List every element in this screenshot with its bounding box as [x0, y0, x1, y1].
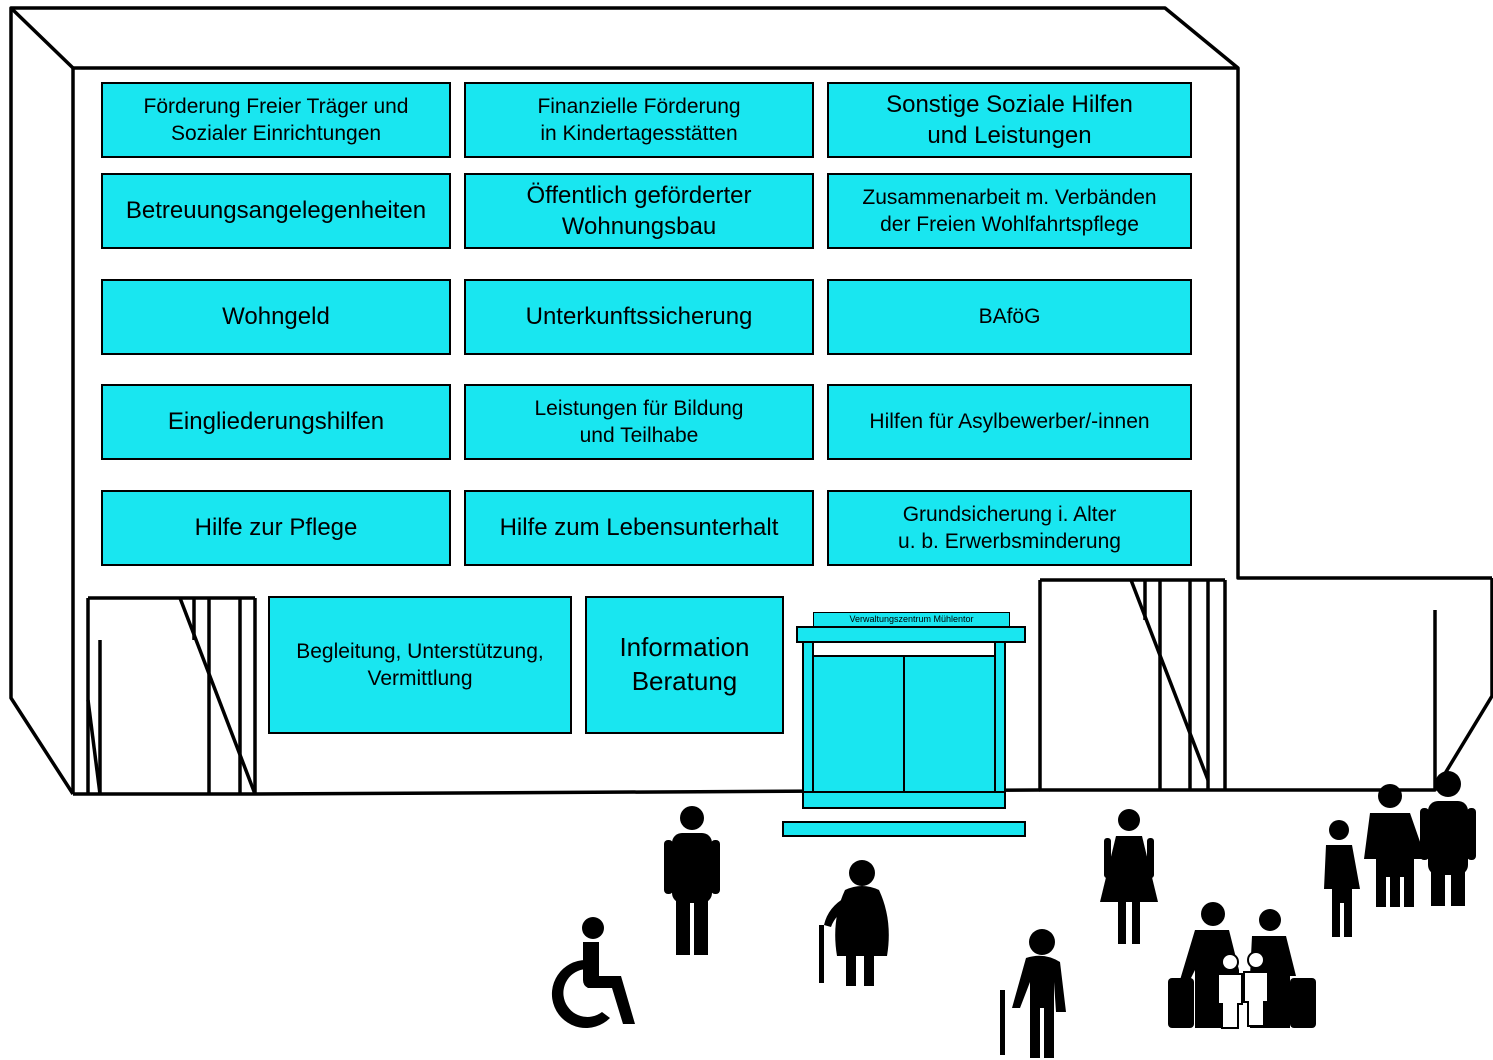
box-wohngeld: Wohngeld: [101, 279, 451, 355]
box-label: Hilfen für Asylbewerber/-innen: [869, 410, 1150, 434]
box-label: Betreuungsangelegenheiten: [125, 197, 427, 225]
entrance: [782, 626, 1026, 837]
box-label: BAföG: [978, 305, 1041, 329]
box-label: Finanzielle Förderung in Kindertagesstät…: [537, 94, 741, 145]
box-zusammenarbeit-verbaende: Zusammenarbeit m. Verbänden der Freien W…: [827, 173, 1192, 249]
elderly-woman-with-cane-icon: [819, 860, 889, 986]
box-label: Unterkunftssicherung: [525, 303, 753, 331]
box-label: Wohngeld: [222, 303, 330, 331]
box-label: Hilfe zur Pflege: [194, 514, 358, 542]
box-label: Förderung Freier Träger und Sozialer Ein…: [143, 94, 409, 145]
box-bildung-teilhabe: Leistungen für Bildung und Teilhabe: [464, 384, 814, 460]
box-hilfe-lebensunterhalt: Hilfe zum Lebensunterhalt: [464, 490, 814, 566]
entrance-sign: Verwaltungszentrum Mühlentor: [813, 612, 1010, 627]
box-foerderung-freier-traeger: Förderung Freier Träger und Sozialer Ein…: [101, 82, 451, 158]
box-information-beratung: Information Beratung: [585, 596, 784, 734]
refugee-family-with-luggage-icon: [1168, 902, 1316, 1029]
box-hilfe-zur-pflege: Hilfe zur Pflege: [101, 490, 451, 566]
box-label: Eingliederungshilfen: [167, 408, 385, 436]
people-group: [551, 771, 1476, 1058]
woman-icon: [1100, 809, 1158, 944]
box-begleitung-unterstuetzung: Begleitung, Unterstützung, Vermittlung: [268, 596, 572, 734]
box-betreuungsangelegenheiten: Betreuungsangelegenheiten: [101, 173, 451, 249]
box-label: Hilfe zum Lebensunterhalt: [499, 514, 779, 542]
box-label: Information Beratung: [619, 632, 750, 696]
box-label: Grundsicherung i. Alter u. b. Erwerbsmin…: [898, 502, 1121, 553]
box-wohnungsbau: Öffentlich geförderter Wohnungsbau: [464, 173, 814, 249]
elderly-man-with-cane-icon: [1000, 929, 1066, 1058]
box-finanzielle-foerderung: Finanzielle Förderung in Kindertagesstät…: [464, 82, 814, 158]
box-asylbewerber: Hilfen für Asylbewerber/-innen: [827, 384, 1192, 460]
box-label: Leistungen für Bildung und Teilhabe: [534, 396, 744, 447]
box-label: Begleitung, Unterstützung, Vermittlung: [296, 639, 544, 690]
box-unterkunftssicherung: Unterkunftssicherung: [464, 279, 814, 355]
box-eingliederungshilfen: Eingliederungshilfen: [101, 384, 451, 460]
box-label: Öffentlich geförderter Wohnungsbau: [526, 181, 752, 240]
man-icon: [664, 806, 720, 955]
family-icon: [1324, 771, 1476, 937]
wheelchair-user-icon: [551, 917, 635, 1028]
box-label: Sonstige Soziale Hilfen und Leistungen: [886, 90, 1133, 149]
box-grundsicherung: Grundsicherung i. Alter u. b. Erwerbsmin…: [827, 490, 1192, 566]
box-bafoeg: BAföG: [827, 279, 1192, 355]
box-sonstige-soziale-hilfen: Sonstige Soziale Hilfen und Leistungen: [827, 82, 1192, 158]
box-label: Zusammenarbeit m. Verbänden der Freien W…: [862, 185, 1157, 236]
